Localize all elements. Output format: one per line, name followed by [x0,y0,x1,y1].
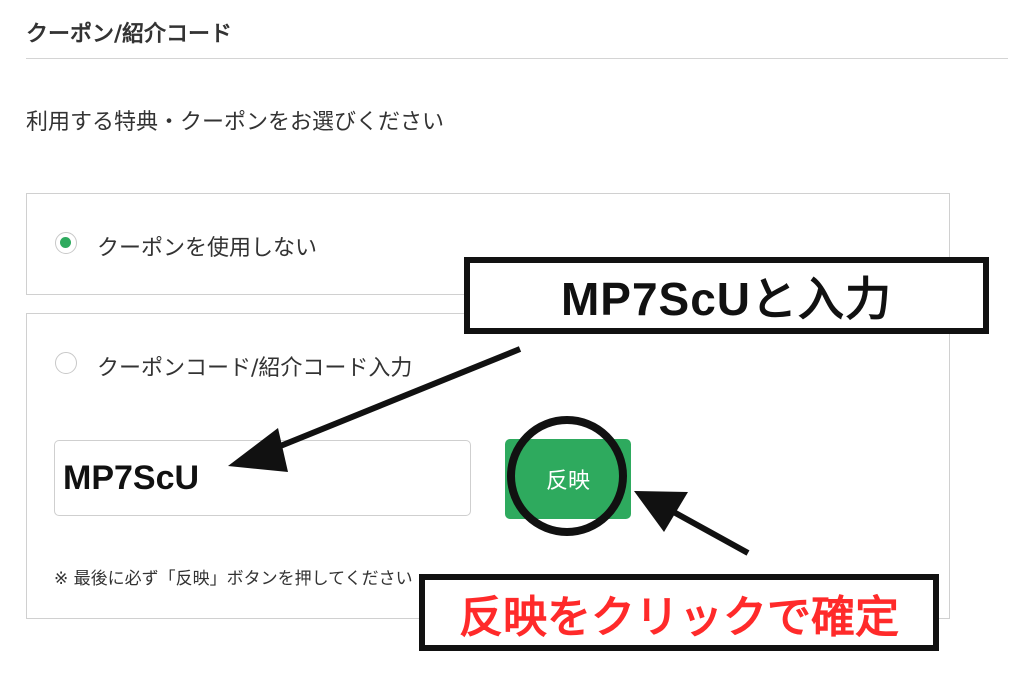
arrow-to-button [668,507,750,556]
section-title: クーポン/紹介コード [26,22,233,47]
title-divider [26,58,1008,59]
instruction-text: 利用する特典・クーポンをお選びください [26,110,445,135]
callout-enter-code: MP7ScUと入力 [464,257,989,334]
option-no-coupon-label: クーポンを使用しない [97,236,318,261]
arrow-head-button [634,491,688,532]
radio-no-coupon[interactable] [55,232,77,254]
highlight-circle [507,416,627,536]
apply-reminder-note: ※ 最後に必ず「反映」ボタンを押してください [54,569,413,589]
option-code-entry-label: クーポンコード/紹介コード入力 [97,356,413,381]
arrow-head-input [228,428,288,472]
radio-code-entry[interactable] [55,352,77,374]
callout-click-apply: 反映をクリックで確定 [419,574,939,651]
arrow-to-input [266,346,522,454]
